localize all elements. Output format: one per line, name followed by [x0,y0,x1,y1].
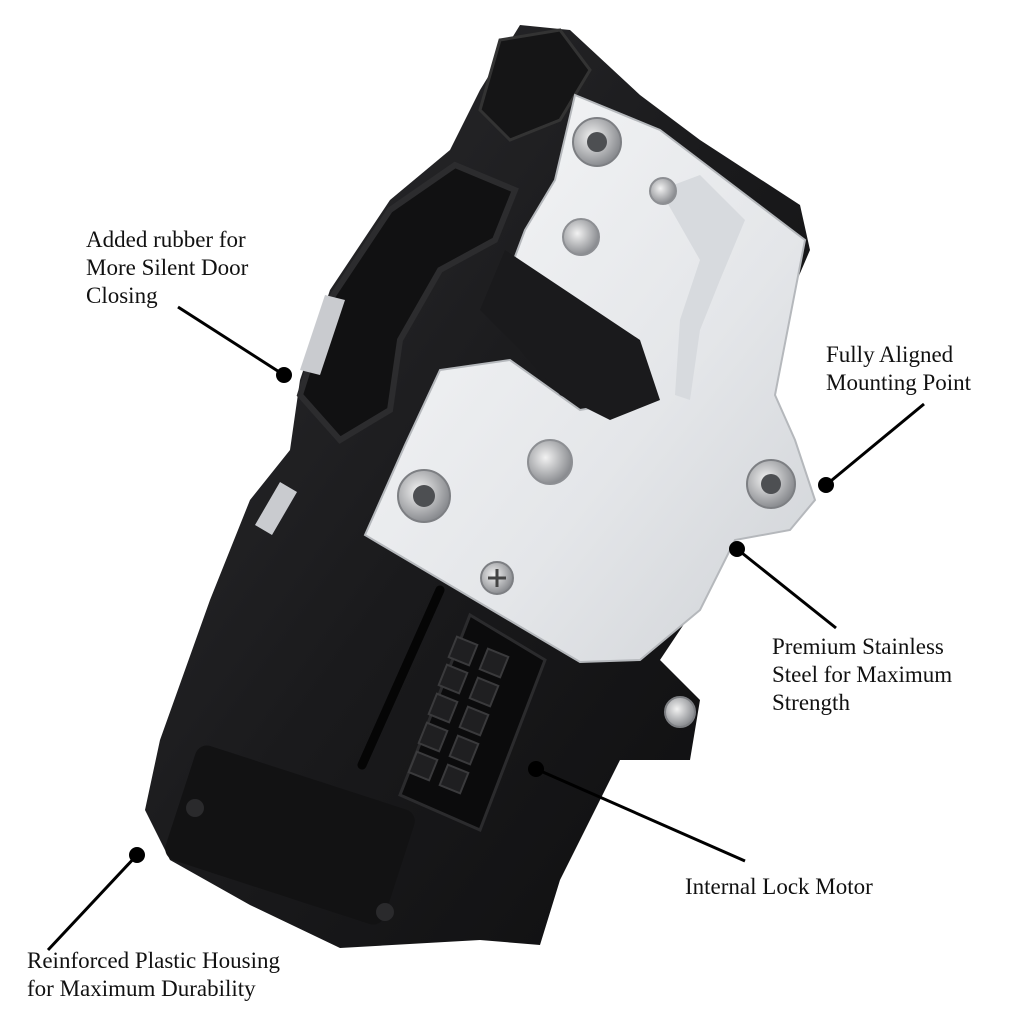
callout-added-rubber: Added rubber for More Silent Door Closin… [86,226,248,310]
callout-line: Internal Lock Motor [685,874,873,899]
callout-line: Fully Aligned [826,342,954,367]
callout-pointers [46,305,925,952]
callout-line: Premium Stainless [772,634,944,659]
callout-lock-motor: Internal Lock Motor [685,873,873,901]
callout-mounting-point: Fully Aligned Mounting Point [826,341,971,397]
callout-line: Closing [86,283,158,308]
callout-plastic-housing: Reinforced Plastic Housing for Maximum D… [27,947,280,1003]
mounting-bolts [397,117,796,728]
callout-line: More Silent Door [86,255,249,280]
callout-line: Added rubber for [86,227,246,252]
stainless-steel-plate [363,93,817,664]
callout-line: Strength [772,690,850,715]
callout-line: Steel for Maximum [772,662,953,687]
lock-motor-connector [398,612,547,833]
callout-line: for Maximum Durability [27,976,256,1001]
callout-line: Reinforced Plastic Housing [27,948,280,973]
callout-line: Mounting Point [826,370,972,395]
callout-stainless-steel: Premium Stainless Steel for Maximum Stre… [772,633,952,717]
